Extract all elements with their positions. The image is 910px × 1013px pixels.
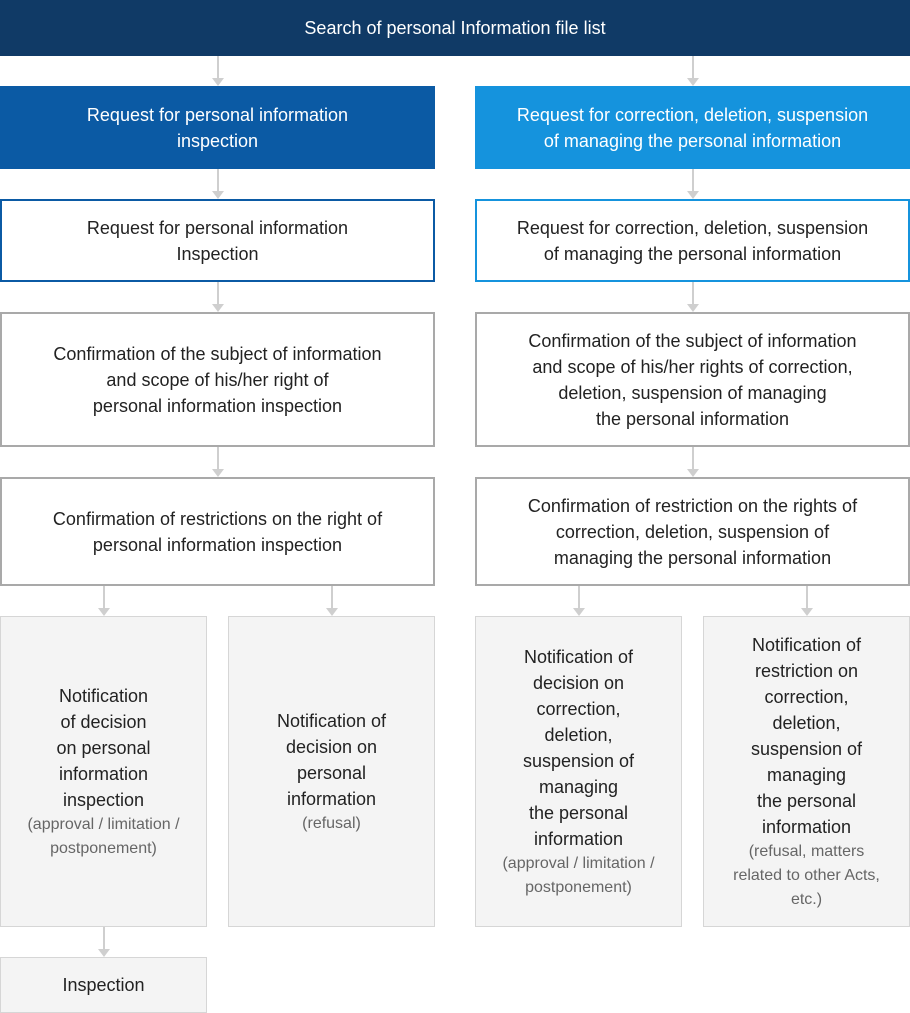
right-notify-restriction-box: Notification of restriction on correctio… bbox=[703, 616, 910, 927]
arrow-down-icon bbox=[573, 586, 585, 616]
notify-note: (approval / limitation / bbox=[27, 815, 180, 833]
arrow-down-icon bbox=[98, 927, 110, 957]
left-confirm-subject-box: Confirmation of the subject of informati… bbox=[0, 312, 435, 447]
left-request-title-box: Request for personal information inspect… bbox=[0, 86, 435, 169]
left-confirm-restriction-box: Confirmation of restrictions on the righ… bbox=[0, 477, 435, 586]
arrow-down-icon bbox=[212, 282, 224, 312]
flow-header-title: Search of personal Information file list bbox=[304, 18, 606, 38]
arrow-down-icon bbox=[98, 586, 110, 616]
notify-note: etc.) bbox=[790, 890, 823, 908]
arrow-down-icon bbox=[326, 586, 338, 616]
right-confirm-restriction-box: Confirmation of restriction on the right… bbox=[475, 477, 910, 586]
left-notify-refusal-box: Notification of decision on personal inf… bbox=[228, 616, 435, 927]
arrow-down-icon bbox=[687, 282, 699, 312]
arrow-down-icon bbox=[687, 169, 699, 199]
arrow-down-icon bbox=[687, 56, 699, 86]
arrow-down-icon bbox=[212, 169, 224, 199]
flow-header: Search of personal Information file list bbox=[0, 0, 910, 56]
right-request-title-box: Request for correction, deletion, suspen… bbox=[475, 86, 910, 169]
arrow-down-icon bbox=[687, 447, 699, 477]
left-request-box: Request for personal information Inspect… bbox=[0, 199, 435, 282]
notify-note: related to other Acts, bbox=[733, 866, 880, 884]
notify-note: postponement) bbox=[50, 839, 157, 857]
arrow-down-icon bbox=[212, 447, 224, 477]
right-request-box: Request for correction, deletion, suspen… bbox=[475, 199, 910, 282]
notify-note: postponement) bbox=[525, 878, 632, 896]
right-notify-decision-box: Notification of decision on correction, … bbox=[475, 616, 682, 927]
notify-note: (refusal) bbox=[302, 814, 361, 832]
inspection-box: Inspection bbox=[0, 957, 207, 1013]
arrow-down-icon bbox=[212, 56, 224, 86]
arrow-down-icon bbox=[801, 586, 813, 616]
notify-note: (approval / limitation / bbox=[502, 854, 655, 872]
notify-note: (refusal, matters bbox=[748, 842, 865, 860]
right-confirm-subject-box: Confirmation of the subject of informati… bbox=[475, 312, 910, 447]
left-notify-approval-box: Notification of decision on personal inf… bbox=[0, 616, 207, 927]
